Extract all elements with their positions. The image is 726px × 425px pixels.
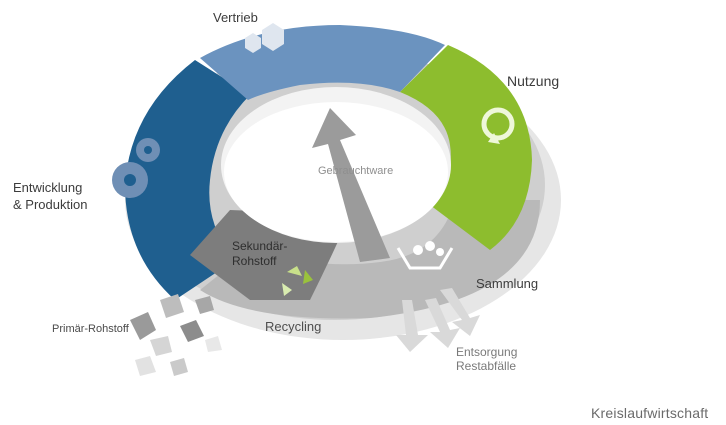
segment-nutzung: [400, 45, 532, 250]
label-primaer-rohstoff: Primär-Rohstoff: [52, 323, 129, 335]
label-entsorgung-line2: Restabfälle: [456, 359, 517, 373]
label-sammlung: Sammlung: [476, 276, 539, 291]
label-sekundaer-line2: Rohstoff: [232, 254, 277, 268]
primary-material-fragments: [130, 294, 222, 376]
label-entwicklung-line2: & Produktion: [13, 197, 88, 212]
disposal-arrows: [396, 288, 480, 352]
label-recycling: Recycling: [265, 319, 322, 334]
label-entsorgung-line1: Entsorgung: [456, 345, 518, 359]
gebrauchtware-arrow: [312, 108, 390, 262]
segment-vertrieb: [200, 25, 445, 100]
caption: Kreislaufwirtschaft: [591, 405, 709, 421]
label-nutzung: Nutzung: [507, 73, 560, 89]
label-vertrieb: Vertrieb: [213, 10, 258, 25]
recycle-icon: [282, 266, 313, 296]
cycle-arrow-icon: [481, 107, 515, 144]
label-sekundaer-line1: Sekundär-: [232, 239, 288, 253]
label-entwicklung-line1: Entwicklung: [13, 180, 83, 195]
basket-icon: [396, 241, 454, 270]
hexagon-icon: [245, 23, 284, 53]
label-gebrauchtware: Gebrauchtware: [318, 165, 394, 177]
